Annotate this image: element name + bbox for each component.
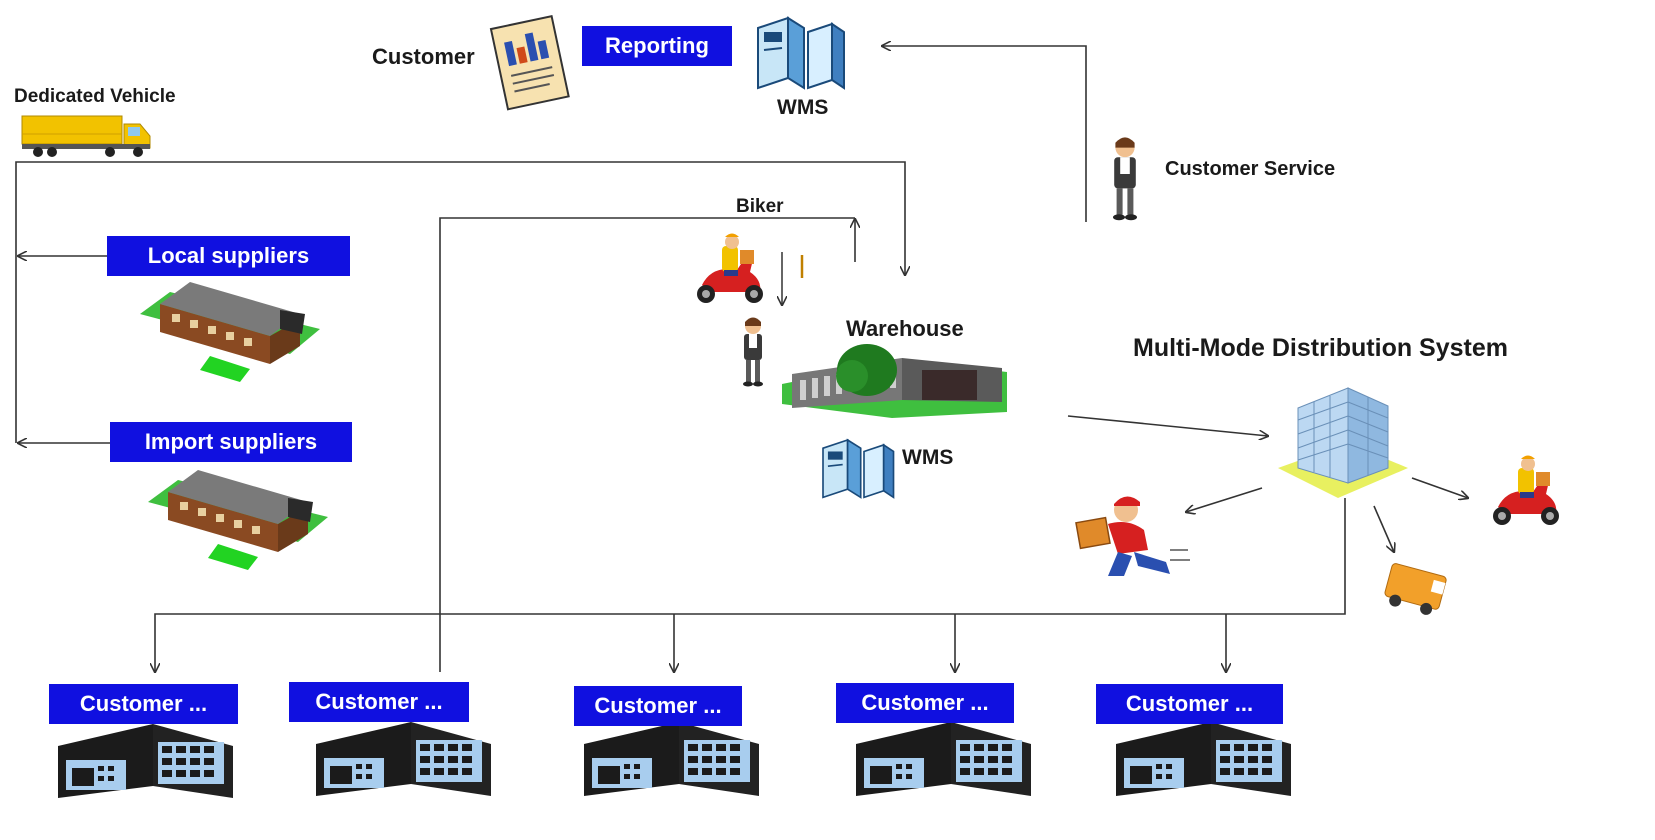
- server-icon: [757, 17, 845, 89]
- server-icon: [822, 439, 895, 499]
- import-suppliers-box: Import suppliers: [110, 422, 352, 462]
- office-tower-icon: [1278, 387, 1408, 498]
- customer-service-label: Customer Service: [1165, 158, 1336, 180]
- local-suppliers-box: Local suppliers: [107, 236, 350, 276]
- warehouse-building-icon: [782, 344, 1007, 418]
- customer-store-icon: [58, 724, 233, 798]
- customer-store-icon: [316, 722, 491, 796]
- person-icon: [1113, 137, 1137, 221]
- person-icon: [743, 317, 763, 387]
- customer-box-3: Customer ...: [574, 686, 742, 726]
- customer-box-1: Customer ...: [49, 684, 238, 724]
- customer-store-icon: [584, 722, 759, 796]
- biker-label: Biker: [736, 196, 784, 217]
- courier-runner-icon: [1075, 496, 1190, 576]
- supplier-building-icon: [148, 470, 328, 570]
- warehouse-label: Warehouse: [846, 316, 964, 341]
- wms-mid-label: WMS: [902, 446, 954, 469]
- customer-box-5: Customer ...: [1096, 684, 1283, 724]
- connector-lines: [15, 46, 1468, 672]
- customer-box-4: Customer ...: [836, 683, 1014, 723]
- customer-box-2: Customer ...: [289, 682, 469, 722]
- van-icon: [1384, 563, 1447, 615]
- supplier-building-icon: [140, 282, 320, 382]
- dedicated-vehicle-label: Dedicated Vehicle: [14, 86, 176, 107]
- scooter-rider-icon: [1493, 455, 1559, 525]
- customer-store-icon: [1116, 722, 1291, 796]
- reporting-box: Reporting: [582, 26, 732, 66]
- multimode-title: Multi-Mode Distribution System: [1133, 334, 1508, 362]
- truck-icon: [21, 115, 151, 157]
- wms-top-label: WMS: [777, 96, 829, 119]
- customer-label: Customer: [372, 44, 475, 69]
- scooter-rider-icon: [697, 233, 763, 303]
- customer-store-icon: [856, 722, 1031, 796]
- report-document-icon: [489, 14, 570, 111]
